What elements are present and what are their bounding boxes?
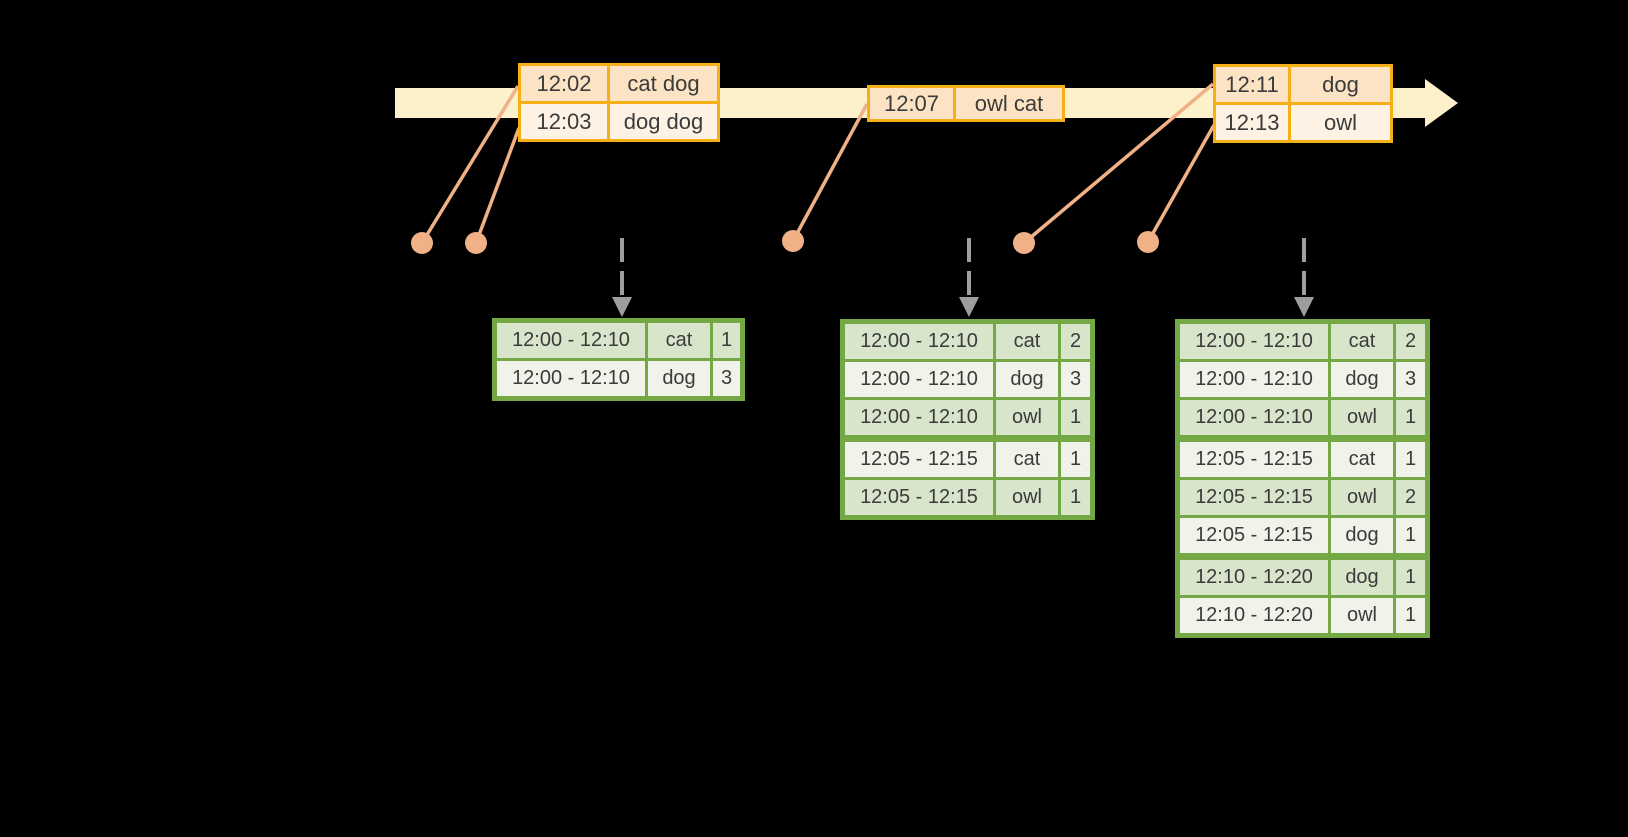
window-cell: 12:00 - 12:10: [845, 400, 993, 435]
count-cell: 1: [713, 323, 740, 358]
count-cell: 2: [1396, 480, 1425, 515]
event-connector-line: [791, 103, 869, 242]
trigger-arrowhead: [612, 297, 632, 317]
count-cell: 1: [1396, 442, 1425, 477]
event-dot: [1013, 232, 1035, 254]
event-dot: [782, 230, 804, 252]
word-cell: owl: [1331, 480, 1393, 515]
word-cell: dog: [1331, 518, 1393, 553]
count-cell: 1: [1061, 442, 1090, 477]
event-words-cell: dog: [1291, 67, 1390, 102]
event-words-cell: cat dog: [610, 66, 717, 101]
word-cell: cat: [1331, 324, 1393, 359]
word-cell: owl: [996, 400, 1058, 435]
event-dot: [411, 232, 433, 254]
event-time-cell: 12:07: [870, 88, 953, 119]
trigger-arrowhead: [1294, 297, 1314, 317]
word-cell: dog: [996, 362, 1058, 397]
word-cell: dog: [1331, 362, 1393, 397]
event-dot: [465, 232, 487, 254]
count-cell: 1: [1061, 400, 1090, 435]
count-cell: 1: [1396, 560, 1425, 595]
count-cell: 1: [1396, 518, 1425, 553]
count-cell: 1: [1396, 598, 1425, 633]
window-cell: 12:05 - 12:15: [845, 442, 993, 477]
window-cell: 12:00 - 12:10: [1180, 400, 1328, 435]
word-cell: cat: [996, 324, 1058, 359]
count-cell: 1: [1396, 400, 1425, 435]
word-cell: cat: [1331, 442, 1393, 477]
count-cell: 3: [1396, 362, 1425, 397]
word-cell: cat: [648, 323, 710, 358]
window-cell: 12:05 - 12:15: [1180, 442, 1328, 477]
window-cell: 12:10 - 12:20: [1180, 560, 1328, 595]
event-words-cell: owl cat: [956, 88, 1062, 119]
word-cell: dog: [1331, 560, 1393, 595]
window-cell: 12:00 - 12:10: [845, 324, 993, 359]
count-cell: 2: [1396, 324, 1425, 359]
count-cell: 3: [713, 361, 740, 396]
count-cell: 2: [1061, 324, 1090, 359]
event-time-cell: 12:13: [1216, 105, 1288, 140]
window-cell: 12:00 - 12:10: [497, 361, 645, 396]
window-cell: 12:10 - 12:20: [1180, 598, 1328, 633]
window-cell: 12:05 - 12:15: [1180, 480, 1328, 515]
event-time-cell: 12:03: [521, 104, 607, 139]
count-cell: 3: [1061, 362, 1090, 397]
trigger-arrowhead: [959, 297, 979, 317]
word-cell: cat: [996, 442, 1058, 477]
window-cell: 12:00 - 12:10: [497, 323, 645, 358]
window-cell: 12:05 - 12:15: [845, 480, 993, 515]
event-words-cell: owl: [1291, 105, 1390, 140]
window-cell: 12:00 - 12:10: [1180, 362, 1328, 397]
window-cell: 12:05 - 12:15: [1180, 518, 1328, 553]
word-cell: owl: [1331, 400, 1393, 435]
word-cell: dog: [648, 361, 710, 396]
event-connector-line: [474, 127, 521, 244]
word-cell: owl: [996, 480, 1058, 515]
event-connector-line: [1146, 124, 1216, 243]
word-cell: owl: [1331, 598, 1393, 633]
count-cell: 1: [1061, 480, 1090, 515]
window-cell: 12:00 - 12:10: [1180, 324, 1328, 359]
window-cell: 12:00 - 12:10: [845, 362, 993, 397]
event-time-arrowhead: [1425, 79, 1458, 127]
event-time-cell: 12:11: [1216, 67, 1288, 102]
event-dot: [1137, 231, 1159, 253]
event-time-cell: 12:02: [521, 66, 607, 101]
event-words-cell: dog dog: [610, 104, 717, 139]
